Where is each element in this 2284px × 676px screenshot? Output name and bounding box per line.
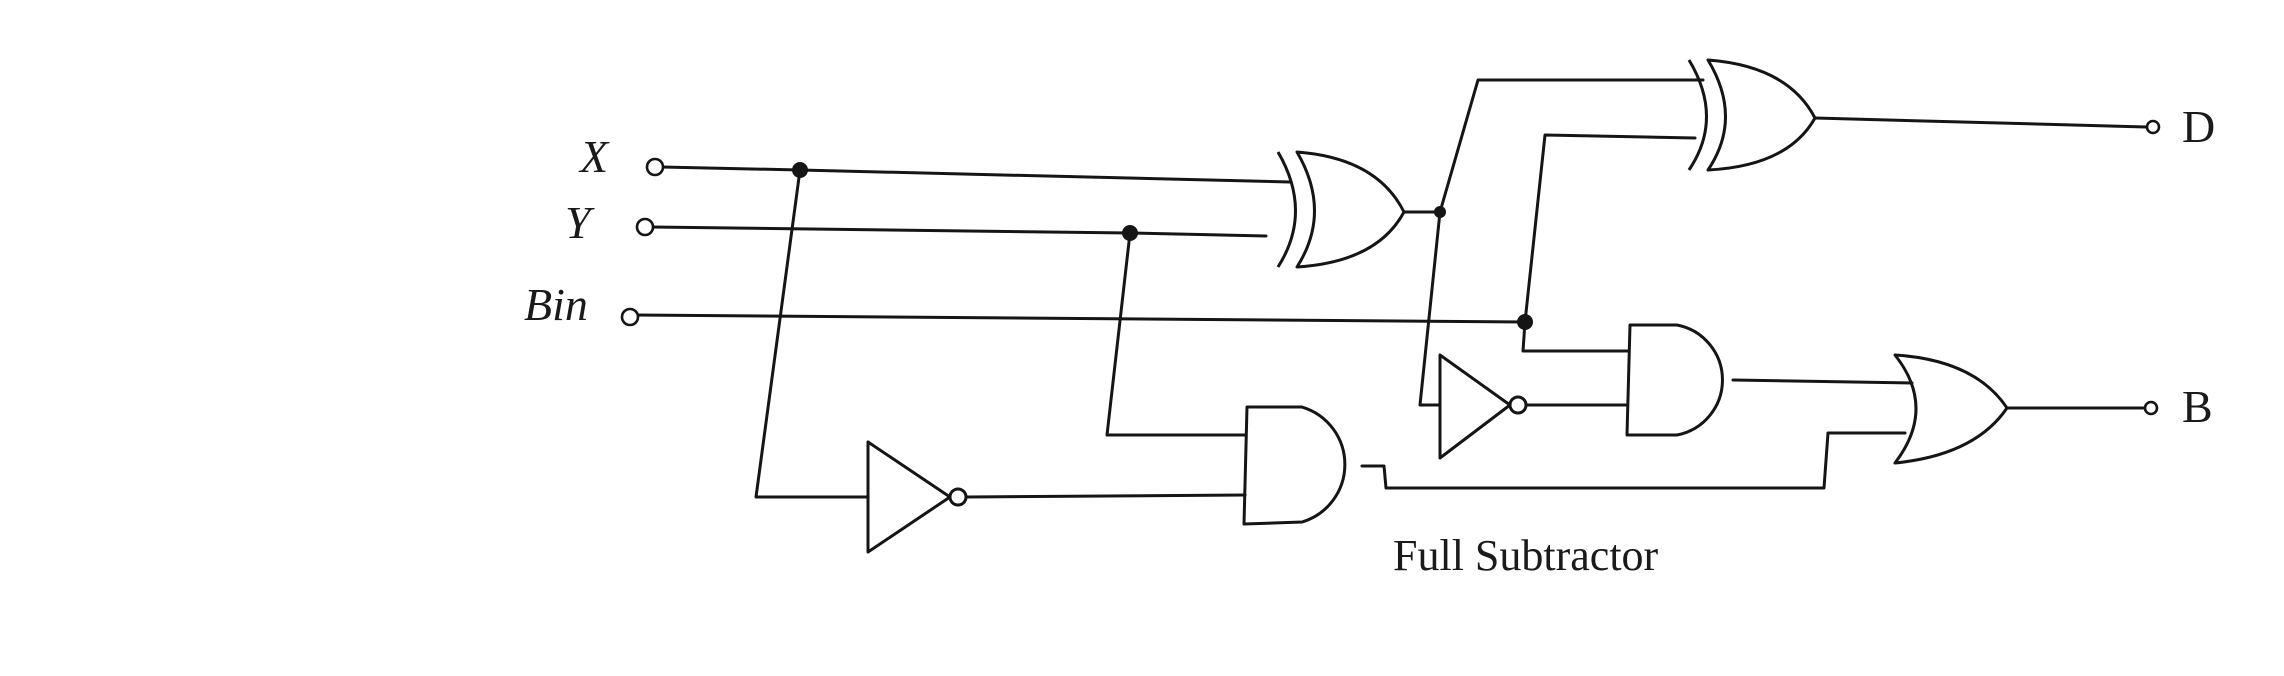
input-label-y: Y [565,197,595,248]
not-gate-1 [866,440,968,554]
wire-y [650,225,1268,238]
wire-bin-to-and2 [1521,320,1629,353]
terminal-x [645,157,665,177]
wire-bin-to-xor2 [1523,133,1697,324]
terminal-bin [620,307,640,327]
xor-gate-1 [1276,150,1406,269]
terminal-b [2143,400,2159,416]
input-label-x: X [578,131,610,182]
wire-x [660,165,1292,184]
wire-xor2-out [1813,116,2148,129]
wire-and1-to-or [1360,431,1907,490]
junction-x [792,162,808,178]
or-gate [1893,353,2009,465]
wire-bin [630,313,1527,324]
wire-not1-to-and1 [965,493,1247,499]
xor-gate-2 [1687,58,1817,172]
not-gate-2 [1438,353,1528,460]
wire-xor1-to-xor2 [1438,78,1705,214]
terminal-d [2145,119,2161,135]
wire-and2-to-or [1731,378,1914,385]
junction-bin [1517,314,1533,330]
and-gate-2 [1625,323,1724,437]
terminal-y [635,217,655,237]
and-gate-1 [1242,405,1347,526]
input-label-bin: Bin [524,279,588,330]
wire-x-to-not1 [754,168,870,499]
wire-xor1-to-not2 [1418,210,1442,407]
wire-y-to-and1 [1105,231,1247,437]
output-label-d: D [2182,101,2215,152]
diagram-caption: Full Subtractor [1393,531,1659,580]
junction-y [1122,225,1138,241]
output-label-b: B [2182,381,2213,432]
junction-xor1-out [1434,206,1446,218]
